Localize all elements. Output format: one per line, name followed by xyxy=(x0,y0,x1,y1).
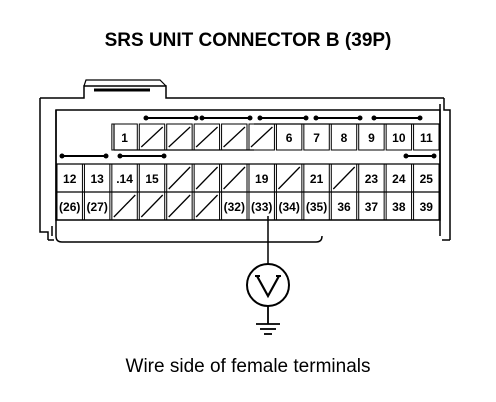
terminal-cell xyxy=(138,123,166,151)
terminal-cell xyxy=(303,123,330,151)
unused-terminal-slash xyxy=(140,126,164,148)
diagram-caption: Wire side of female terminals xyxy=(125,356,371,377)
terminal-number: 19 xyxy=(255,172,269,186)
terminal-cell xyxy=(303,191,330,221)
terminal-number: 23 xyxy=(365,172,379,186)
terminal-cells: 1 6 7 8 9 10 11 12 13 .14 15 19 21 23 24 25 (26) (27) (32)… xyxy=(56,123,440,221)
terminal-cell xyxy=(358,123,385,151)
unused-terminal-slash xyxy=(168,166,191,190)
unused-terminal-slash xyxy=(223,126,246,148)
terminal-number: 8 xyxy=(341,131,348,145)
terminal-number: (33) xyxy=(251,200,272,214)
terminal-cell xyxy=(358,191,385,221)
terminal-number: (32) xyxy=(224,200,245,214)
terminal-number: 24 xyxy=(392,172,406,186)
terminal-number: (34) xyxy=(278,200,299,214)
terminal-number: 1 xyxy=(121,131,128,145)
terminal-cell xyxy=(413,191,440,221)
terminal-cell xyxy=(413,123,440,151)
unused-terminal-slash xyxy=(168,126,191,148)
unused-terminal-slash xyxy=(140,194,164,218)
terminal-cell xyxy=(56,191,83,221)
unused-terminal-slash xyxy=(168,194,191,218)
unused-terminal-slash xyxy=(332,166,356,190)
terminal-number: 12 xyxy=(63,172,77,186)
shorting-bar-ends xyxy=(59,115,437,159)
terminal-number: 39 xyxy=(420,200,434,214)
terminal-cell xyxy=(193,191,221,221)
terminal-number: (35) xyxy=(306,200,327,214)
terminal-number: 10 xyxy=(392,131,406,145)
terminal-cell xyxy=(385,123,413,151)
terminal-cell xyxy=(111,123,138,151)
terminal-number: (27) xyxy=(86,200,107,214)
ground-icon xyxy=(256,306,280,335)
terminal-number: 13 xyxy=(90,172,104,186)
terminal-cell xyxy=(221,123,248,151)
terminal-number: 21 xyxy=(310,172,324,186)
terminal-number: .14 xyxy=(116,172,133,186)
terminal-number: 25 xyxy=(420,172,434,186)
unused-terminal-slash xyxy=(195,126,219,148)
terminal-cell xyxy=(248,191,275,221)
terminal-cell xyxy=(166,191,193,221)
terminal-grid-frame xyxy=(55,109,441,221)
shorting-bars xyxy=(62,117,434,157)
unused-terminal-slash xyxy=(113,194,136,218)
terminal-cell xyxy=(275,191,303,221)
unused-terminal-slash xyxy=(277,166,301,190)
terminal-cell xyxy=(221,191,248,221)
grid-lines xyxy=(56,123,440,193)
terminal-number: 37 xyxy=(365,200,379,214)
terminal-cell xyxy=(166,123,193,151)
unused-terminal-slash xyxy=(195,166,219,190)
terminal-number: 6 xyxy=(286,131,293,145)
voltmeter-icon xyxy=(246,263,290,307)
unused-terminal-slash xyxy=(250,126,273,148)
terminal-cell xyxy=(385,191,413,221)
terminal-cell xyxy=(193,123,221,151)
terminal-number: 36 xyxy=(337,200,351,214)
terminal-cell xyxy=(138,191,166,221)
terminal-number: 9 xyxy=(368,131,375,145)
terminal-cell xyxy=(248,123,275,151)
diagram-title: SRS UNIT CONNECTOR B (39P) xyxy=(104,30,392,51)
terminal-number: 7 xyxy=(313,131,320,145)
terminal-cell xyxy=(330,123,358,151)
terminal-cell xyxy=(275,123,303,151)
terminal-cell xyxy=(111,191,138,221)
connector-housing xyxy=(39,79,451,243)
terminal-number: 38 xyxy=(392,200,406,214)
terminal-number: (26) xyxy=(59,200,80,214)
unused-terminal-slash xyxy=(195,194,219,218)
terminal-number: 15 xyxy=(145,172,159,186)
terminal-cell xyxy=(330,191,358,221)
terminal-cell xyxy=(83,191,111,221)
unused-terminal-slash xyxy=(223,166,246,190)
terminal-number: 11 xyxy=(420,131,433,145)
